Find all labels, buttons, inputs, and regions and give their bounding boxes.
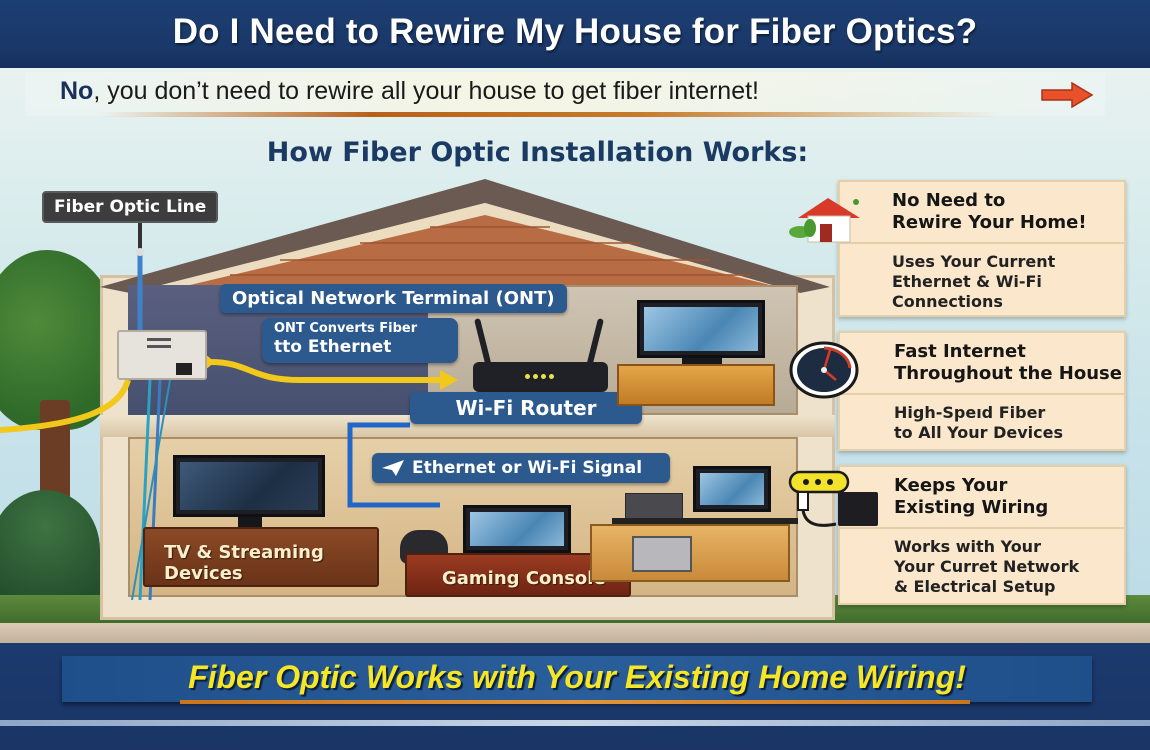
tv-cabinet — [617, 364, 775, 406]
ont-note: ONT Converts Fiber tto Ethernet — [262, 318, 458, 363]
card-divider — [840, 242, 1124, 244]
card-body-line: Your Curret Network — [894, 557, 1080, 576]
card-body: Uses Your Current Ethernet & Wi-Fi Conne… — [892, 252, 1055, 312]
power-plug-icon — [788, 470, 878, 527]
tv-label-line-2: Devices — [164, 563, 243, 584]
card-title: Keeps Your Existing Wiring — [894, 475, 1048, 519]
computer-monitor — [693, 466, 771, 512]
card-body-line: Uses Your Current — [892, 252, 1056, 271]
card-body: High-Speıd Fiber to All Your Devices — [894, 403, 1063, 443]
foundation — [0, 623, 1150, 643]
desk-top — [612, 518, 798, 524]
card-body: Works with Your Your Curret Network & El… — [894, 537, 1079, 597]
right-arrow-icon — [1041, 82, 1094, 108]
footer-tagline: Fiber Optic Works with Your Existing Hom… — [188, 659, 966, 695]
card-body-line: Connections — [892, 292, 1003, 311]
card-title-line: Rewire Your Home! — [892, 212, 1087, 233]
router-led — [533, 374, 538, 379]
card-body-line: Works with Your — [894, 537, 1041, 556]
wifi-router-label: Wi-Fi Router — [410, 392, 642, 424]
card-title-line: Fast Internet — [894, 341, 1026, 362]
tv-stand — [238, 517, 262, 527]
living-room-tv — [173, 455, 325, 517]
card-title-line: Throughout the House — [894, 363, 1122, 384]
card-divider — [840, 527, 1124, 529]
gaming-console-label: Gaming Console — [442, 568, 606, 589]
ethernet-port — [176, 363, 192, 375]
send-icon — [382, 460, 404, 476]
signal-label-text: Ethernet or Wi-Fi Signal — [412, 458, 643, 478]
fiber-optic-line-label: Fiber Optic Line — [42, 191, 219, 223]
card-body-line: High-Speıd Fiber — [894, 403, 1046, 422]
card-body-line: Ethernet & Wi-Fi — [892, 272, 1042, 291]
upper-tv — [637, 300, 765, 358]
subtitle-answer: No — [60, 77, 94, 105]
tv-streaming-label: TV & Streaming Devices — [164, 542, 324, 584]
bush — [0, 490, 100, 610]
tv-cabinet — [143, 527, 379, 587]
desk — [590, 524, 790, 582]
info-card-no-rewire: No Need to Rewire Your Home! Uses Your C… — [838, 180, 1126, 317]
footer-stripe — [0, 720, 1150, 726]
tv-stand — [682, 358, 722, 364]
gaming-tv — [463, 505, 571, 553]
page-title: Do I Need to Rewire My House for Fiber O… — [172, 12, 978, 51]
card-divider — [840, 393, 1124, 395]
card-body-line: to All Your Devices — [894, 423, 1063, 442]
card-title-line: Keeps Your — [894, 475, 1008, 496]
laptop — [625, 493, 683, 521]
card-title: No Need to Rewire Your Home! — [892, 190, 1087, 234]
house-icon — [789, 198, 860, 243]
subtitle-underline — [100, 112, 1000, 117]
info-card-fast-internet: Fast Internet Throughout the House High-… — [838, 331, 1126, 451]
card-body-line: & Electrical Setup — [894, 577, 1056, 596]
ont-note-line-1: ONT Converts Fiber — [274, 321, 418, 336]
footer-underline — [180, 700, 970, 704]
ont-label: Optical Network Terminal (ONT) — [220, 284, 567, 313]
router-led — [549, 374, 554, 379]
card-title: Fast Internet Throughout the House — [894, 341, 1122, 385]
wifi-router-device — [473, 362, 608, 392]
ont-indicator — [147, 338, 171, 348]
floor-divider — [100, 415, 835, 437]
section-heading: How Fiber Optic Installation Works: — [266, 137, 809, 168]
tv-label-line-1: TV & Streaming — [164, 542, 324, 563]
subtitle-text: , you don’t need to rewire all your hous… — [93, 77, 760, 105]
card-title-line: Existing Wiring — [894, 497, 1049, 518]
subtitle-bar — [25, 72, 1105, 116]
info-card-existing-wiring: Keeps Your Existing Wiring Works with Yo… — [838, 465, 1126, 605]
router-led — [541, 374, 546, 379]
subtitle: No, you don’t need to rewire all your ho… — [60, 77, 759, 106]
card-title-line: No Need to — [892, 190, 1006, 211]
header-band — [0, 0, 1150, 68]
router-led — [525, 374, 530, 379]
house-roof — [100, 179, 830, 303]
signal-label: Ethernet or Wi-Fi Signal — [372, 453, 670, 483]
speedometer-icon — [789, 341, 859, 399]
footer-banner — [62, 656, 1092, 702]
ont-note-line-2: tto Ethernet — [274, 337, 392, 357]
desktop-drawer — [632, 536, 692, 572]
